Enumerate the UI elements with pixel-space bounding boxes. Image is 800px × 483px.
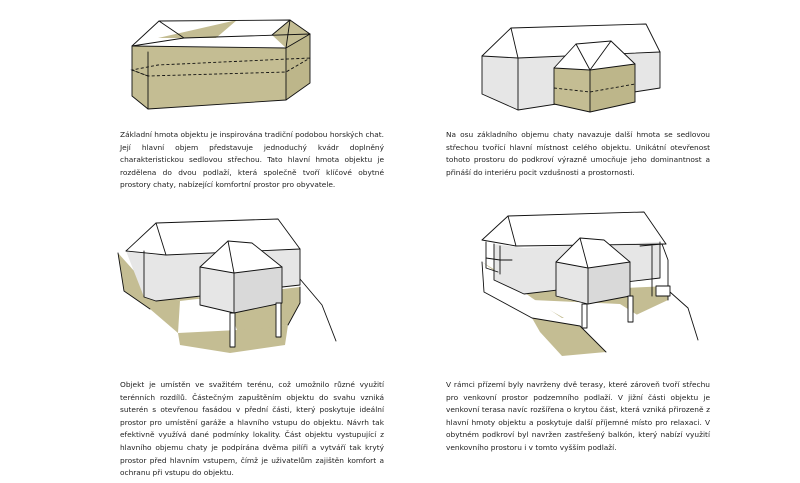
- diagram-basic-volume: [130, 19, 311, 110]
- diagram-second-volume: [481, 23, 661, 113]
- diagram-terrain: [117, 218, 337, 353]
- caption-terraces: V rámci přízemí byly navrženy dvě terasy…: [446, 380, 710, 452]
- diagram-terraces: [481, 211, 699, 356]
- caption-basic-volume: Základní hmota objektu je inspirována tr…: [120, 130, 384, 190]
- caption-second-volume: Na osu základního objemu chaty navazuje …: [446, 130, 710, 177]
- caption-terrain: Objekt je umístěn ve svažitém terénu, co…: [120, 380, 384, 478]
